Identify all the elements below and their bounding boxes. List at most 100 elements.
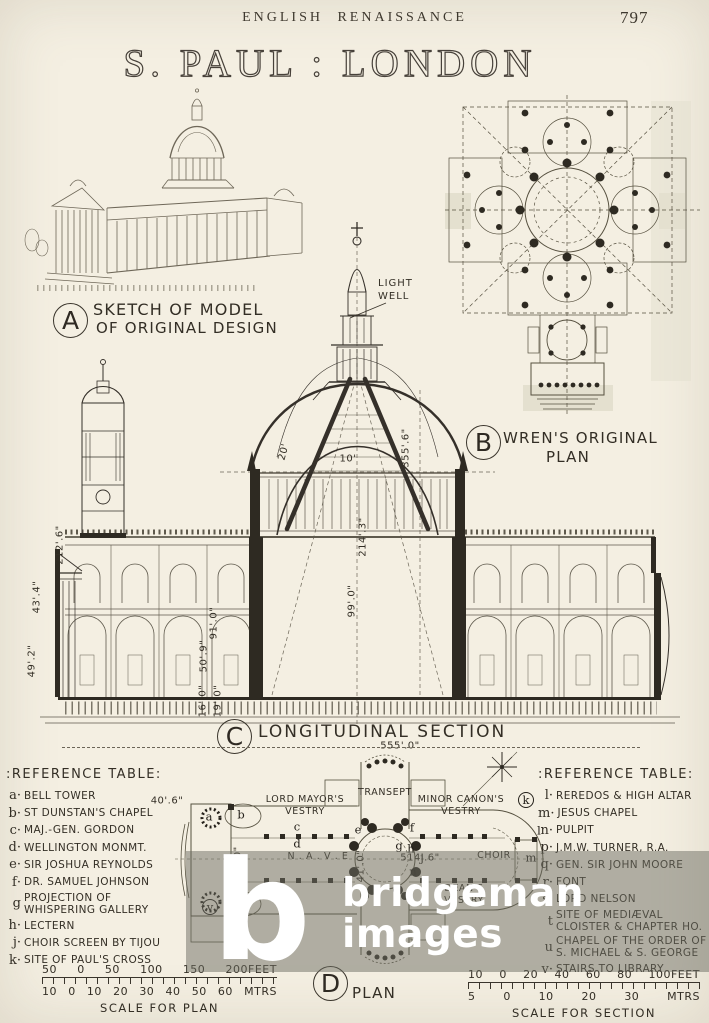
reference-text: REREDOS & HIGH ALTAR xyxy=(556,789,692,802)
reference-table-right-title: :REFERENCE TABLE: xyxy=(538,767,694,782)
plan-reference-letter: k xyxy=(518,792,534,808)
plan-scale-caption: SCALE FOR PLAN xyxy=(100,1001,219,1015)
sketch-of-model-drawing xyxy=(24,88,303,291)
scale-tick-label: 50 xyxy=(191,985,207,998)
dimension-label: 50'.9" xyxy=(198,639,210,673)
light-well-label: LIGHT WELL xyxy=(378,278,413,302)
reference-entry: g PROJECTION OF WHISPERING GALLERY xyxy=(6,892,188,916)
plan-reference-letter: h xyxy=(407,841,415,856)
reference-text: JESUS CHAPEL xyxy=(557,806,638,819)
watermark-word-bridgeman: bridgeman xyxy=(342,871,585,916)
reference-text: DR. SAMUEL JOHNSON xyxy=(24,876,150,889)
figure-c-letter: C xyxy=(217,719,252,754)
scale-tick-label: 10 xyxy=(42,985,57,998)
dimension-label: 91'.0" xyxy=(208,606,220,640)
plan-label: LORD MAYOR'S VESTRY xyxy=(265,794,345,817)
reference-key: g xyxy=(12,896,21,912)
reference-key: b· xyxy=(8,805,21,821)
reference-key: n· xyxy=(540,822,553,838)
reference-table-left: :REFERENCE TABLE: a· BELL TOWER b· ST DU… xyxy=(6,767,188,971)
dimension-label: 555'.0" xyxy=(376,740,424,752)
plan-reference-letter: a xyxy=(205,809,213,824)
figure-a-caption-line1: SKETCH OF MODEL xyxy=(93,300,264,319)
reference-key: f· xyxy=(12,874,21,890)
wrens-original-plan-drawing xyxy=(445,95,700,417)
reference-table-left-title: :REFERENCE TABLE: xyxy=(6,767,162,782)
dimension-label: 214'.3" xyxy=(357,517,369,557)
figure-a-letter: A xyxy=(53,303,88,338)
reference-text: LECTERN xyxy=(24,919,75,932)
reference-entry: d· WELLINGTON MONMT. xyxy=(6,840,188,855)
plan-reference-letter: e xyxy=(354,822,362,837)
figure-b-letter: B xyxy=(466,425,501,460)
watermark-word-images: images xyxy=(342,912,503,957)
watermark-band xyxy=(186,851,709,972)
plan-reference-letter: l xyxy=(537,823,541,838)
reference-key: l· xyxy=(544,788,553,804)
reference-key: m· xyxy=(538,805,555,821)
section-scale-caption: SCALE FOR SECTION xyxy=(511,1006,656,1020)
dimension-label: 99'.0" xyxy=(346,584,358,618)
dimension-label: 43'.4" xyxy=(31,580,43,614)
running-head: ENGLISH RENAISSANCE xyxy=(242,10,467,25)
plate-title-text: S. PAUL : LONDON xyxy=(124,42,537,85)
scale-tick-label: 0 xyxy=(77,963,85,976)
dimension-label: 40'.6" xyxy=(146,795,188,807)
scale-tick-label: 10 xyxy=(86,985,102,998)
plan-pier-dots xyxy=(463,109,671,388)
reference-text: CHOIR SCREEN BY TIJOU xyxy=(24,936,161,949)
light-well-leader-line xyxy=(349,302,387,319)
figure-c-caption: LONGITUDINAL SECTION xyxy=(258,722,507,742)
reference-key: c· xyxy=(9,822,21,838)
dimension-label: 355'.6" xyxy=(400,428,412,468)
dimension-label: 16'.0" xyxy=(197,684,209,718)
reference-text: SITE OF PAUL'S CROSS xyxy=(24,954,152,967)
plan-scale-bar xyxy=(42,977,277,984)
scale-tick-label: 40 xyxy=(165,985,181,998)
scale-tick-label: 0 xyxy=(503,990,511,1003)
scale-tick-label: 30 xyxy=(624,990,640,1003)
scale-tick-label: 50 xyxy=(42,963,57,976)
scale-tick-label: 30 xyxy=(139,985,155,998)
scale-tick-label: 20 xyxy=(581,990,597,1003)
longitudinal-section-drawing xyxy=(40,222,680,725)
reference-entry: f· DR. SAMUEL JOHNSON xyxy=(6,874,188,890)
scale-tick-label: 60 xyxy=(217,985,233,998)
scale-tick-label: MTRS xyxy=(667,990,700,1003)
reference-entry: e· SIR JOSHUA REYNOLDS xyxy=(6,858,188,873)
reference-key: a· xyxy=(9,788,21,804)
scale-tick-label: 50 xyxy=(104,963,120,976)
reference-text: J.M.W. TURNER, R.A. xyxy=(556,841,669,854)
reference-entry: k· SITE OF PAUL'S CROSS xyxy=(6,953,188,968)
overall-length-dimension-line xyxy=(62,747,640,748)
scale-tick-label: 5 xyxy=(468,990,476,1003)
figure-d-caption: PLAN xyxy=(352,984,397,1002)
north-compass-star xyxy=(462,751,518,807)
reference-text: WELLINGTON MONMT. xyxy=(24,841,147,854)
reference-entry: a· BELL TOWER xyxy=(6,788,188,804)
plan-reference-letter: g xyxy=(395,838,403,853)
dimension-label: 10' xyxy=(339,453,357,465)
plan-reference-letter: b xyxy=(237,807,245,822)
plan-label: TRANSEPT xyxy=(358,787,412,799)
dimension-label: 49'.2" xyxy=(26,644,38,678)
dimension-label: 19'.0" xyxy=(212,684,224,718)
page-number: 797 xyxy=(620,8,649,27)
scale-tick-label: 20 xyxy=(113,985,129,998)
plan-label: MINOR CANON'S VESTRY xyxy=(417,794,505,817)
figure-b-caption-line1: WREN'S ORIGINAL xyxy=(503,429,658,447)
bridgeman-logo-b: b xyxy=(212,831,311,992)
figure-a-caption-line2: OF ORIGINAL DESIGN xyxy=(96,319,278,337)
figure-b-caption-line2: PLAN xyxy=(546,448,591,466)
reference-text: ST DUNSTAN'S CHAPEL xyxy=(24,806,154,819)
reference-key: j· xyxy=(12,935,21,951)
reference-entry: l· REREDOS & HIGH ALTAR xyxy=(538,788,708,804)
reference-text: BELL TOWER xyxy=(24,789,96,802)
plan-reference-letter: c xyxy=(293,819,301,834)
reference-entry: h· LECTERN xyxy=(6,918,188,933)
